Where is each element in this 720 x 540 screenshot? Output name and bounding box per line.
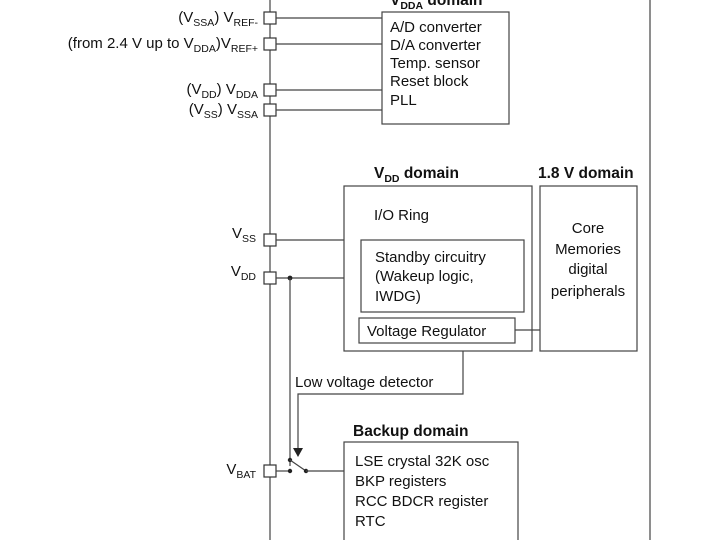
pin-label-vdd: VDD (231, 263, 257, 283)
svg-text:VDD: VDD (231, 263, 257, 283)
pin-label-vss: VSS (232, 225, 256, 245)
standby-line-1: Standby circuitry (375, 249, 486, 266)
io-ring-label: I/O Ring (374, 207, 429, 224)
vdda-item-pll: PLL (390, 92, 417, 109)
pin-vdd (263, 271, 277, 285)
backup-domain-box (343, 441, 519, 540)
pin-label-vref-minus: (VSSA) VREF- (178, 9, 258, 29)
standby-line-2: (Wakeup logic, (375, 268, 474, 285)
switch-contact-vbat (287, 468, 293, 474)
backup-line-1: LSE crystal 32K osc (355, 453, 490, 470)
pin-label-vdda: (VDD) VDDA (186, 81, 258, 101)
core-line-2: Memories (555, 241, 621, 258)
vdda-item-dac: D/A converter (390, 37, 481, 54)
vdda-item-reset-block: Reset block (390, 73, 469, 90)
core-line-1: Core (572, 220, 605, 237)
pin-vref-plus (263, 37, 277, 51)
vdda-item-temp-sensor: Temp. sensor (390, 55, 480, 72)
wire-lvd-control (297, 342, 464, 450)
switch-blade (289, 459, 307, 472)
vdda-item-adc: A/D converter (390, 19, 482, 36)
svg-text:(VSSA) VREF-: (VSSA) VREF- (178, 9, 258, 29)
pin-label-vssa: (VSS) VSSA (189, 101, 258, 121)
vdda-domain-box (381, 11, 510, 125)
backup-line-2: BKP registers (355, 473, 446, 490)
vdd-domain-title: VDD domain (374, 165, 459, 185)
backup-line-4: RTC (355, 513, 386, 530)
svg-text:VSS: VSS (232, 225, 256, 245)
pin-label-vbat: VBAT (226, 461, 256, 481)
low-voltage-detector-label: Low voltage detector (295, 374, 433, 391)
pin-label-vref-plus: (from 2.4 V up to VDDA)VREF+ (68, 35, 258, 55)
lvd-arrow-icon (293, 448, 303, 457)
pin-vref-minus (263, 11, 277, 25)
core-line-4: peripherals (551, 283, 625, 300)
standby-line-3: IWDG) (375, 288, 421, 305)
backup-domain-title: Backup domain (353, 423, 468, 440)
voltage-regulator-label: Voltage Regulator (367, 323, 486, 340)
core-domain-title: 1.8 V domain (538, 165, 634, 182)
pin-vdda (263, 83, 277, 97)
vdda-domain-title: VDDA domain (390, 0, 483, 12)
backup-line-3: RCC BDCR register (355, 493, 488, 510)
core-line-3: digital (568, 261, 607, 278)
svg-text:VBAT: VBAT (226, 461, 256, 481)
pin-vssa (263, 103, 277, 117)
pin-vss (263, 233, 277, 247)
core-domain-box (539, 185, 638, 352)
svg-text:(from 2.4 V up to VDDA)VREF+: (from 2.4 V up to VDDA)VREF+ (68, 35, 258, 55)
svg-text:(VSS) VSSA: (VSS) VSSA (189, 101, 258, 121)
standby-circuitry-box (360, 239, 525, 313)
svg-text:(VDD) VDDA: (VDD) VDDA (186, 81, 258, 101)
pin-vbat (263, 464, 277, 478)
